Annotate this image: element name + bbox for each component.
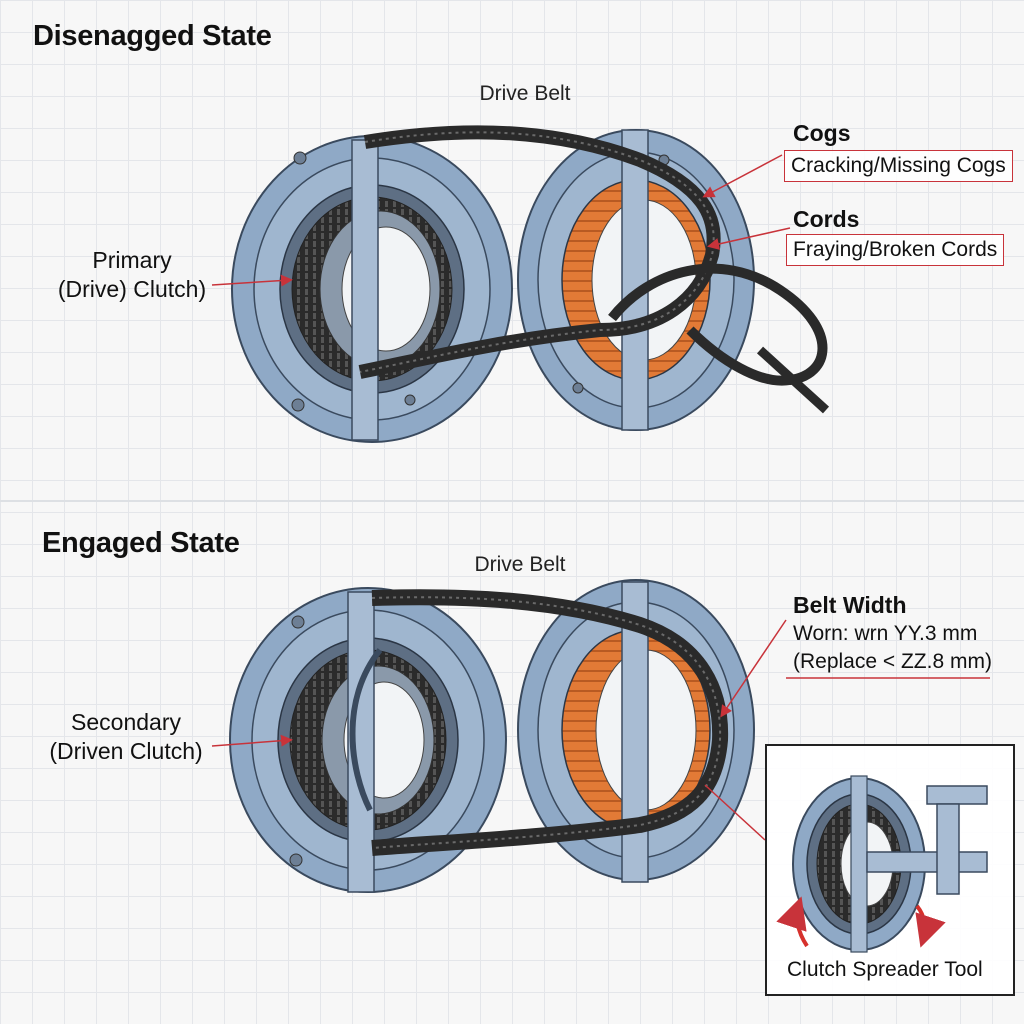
cords-callout-title: Cords bbox=[793, 206, 860, 232]
drive-belt-top bbox=[358, 125, 830, 414]
primary-clutch-bottom bbox=[229, 587, 507, 893]
belt-width-worn-line: Worn: wrn YY.3 mm bbox=[793, 622, 978, 645]
secondary-clutch-bottom bbox=[517, 579, 755, 883]
cogs-callout-title: Cogs bbox=[793, 120, 851, 146]
secondary-label-line2: (Driven Clutch) bbox=[49, 738, 203, 764]
section-divider bbox=[0, 500, 1024, 502]
spreader-tool-inset: Clutch Spreader Tool bbox=[765, 744, 1015, 996]
primary-leader-line bbox=[211, 274, 293, 287]
belt-width-callout-title: Belt Width bbox=[793, 592, 907, 618]
engaged-title: Engaged State bbox=[42, 527, 240, 559]
spreader-tool-caption: Clutch Spreader Tool bbox=[787, 958, 983, 981]
belt-width-leader-line bbox=[720, 619, 787, 718]
cogs-leader-line bbox=[702, 154, 783, 198]
disengaged-title: Disenagged State bbox=[33, 20, 272, 52]
secondary-clutch-label: Secondary (Driven Clutch) bbox=[49, 708, 202, 766]
inset-leader-line bbox=[704, 784, 766, 841]
primary-label-line1: Primary bbox=[92, 247, 172, 273]
primary-clutch-top bbox=[231, 135, 513, 443]
primary-label-line2: (Drive) Clutch) bbox=[57, 276, 207, 302]
primary-clutch-label: Primary (Drive) Clutch) bbox=[58, 246, 206, 304]
secondary-leader-line bbox=[211, 734, 293, 747]
drive-belt-label-top: Drive Belt bbox=[479, 82, 571, 105]
spreader-tool-illustration bbox=[776, 775, 988, 953]
cords-callout-note: Fraying/Broken Cords bbox=[786, 234, 1005, 266]
secondary-clutch-top bbox=[517, 129, 755, 431]
cords-leader-line bbox=[707, 227, 791, 250]
belt-width-replace-line: (Replace < ZZ.8 mm) bbox=[793, 650, 992, 673]
drive-belt-bottom bbox=[371, 589, 729, 856]
cogs-callout-note: Cracking/Missing Cogs bbox=[784, 150, 1013, 182]
drive-belt-label-bottom: Drive Belt bbox=[474, 553, 566, 576]
secondary-label-line1: Secondary bbox=[71, 709, 181, 735]
belt-width-callout-text: Worn: wrn YY.3 mm (Replace < ZZ.8 mm) bbox=[793, 620, 992, 676]
